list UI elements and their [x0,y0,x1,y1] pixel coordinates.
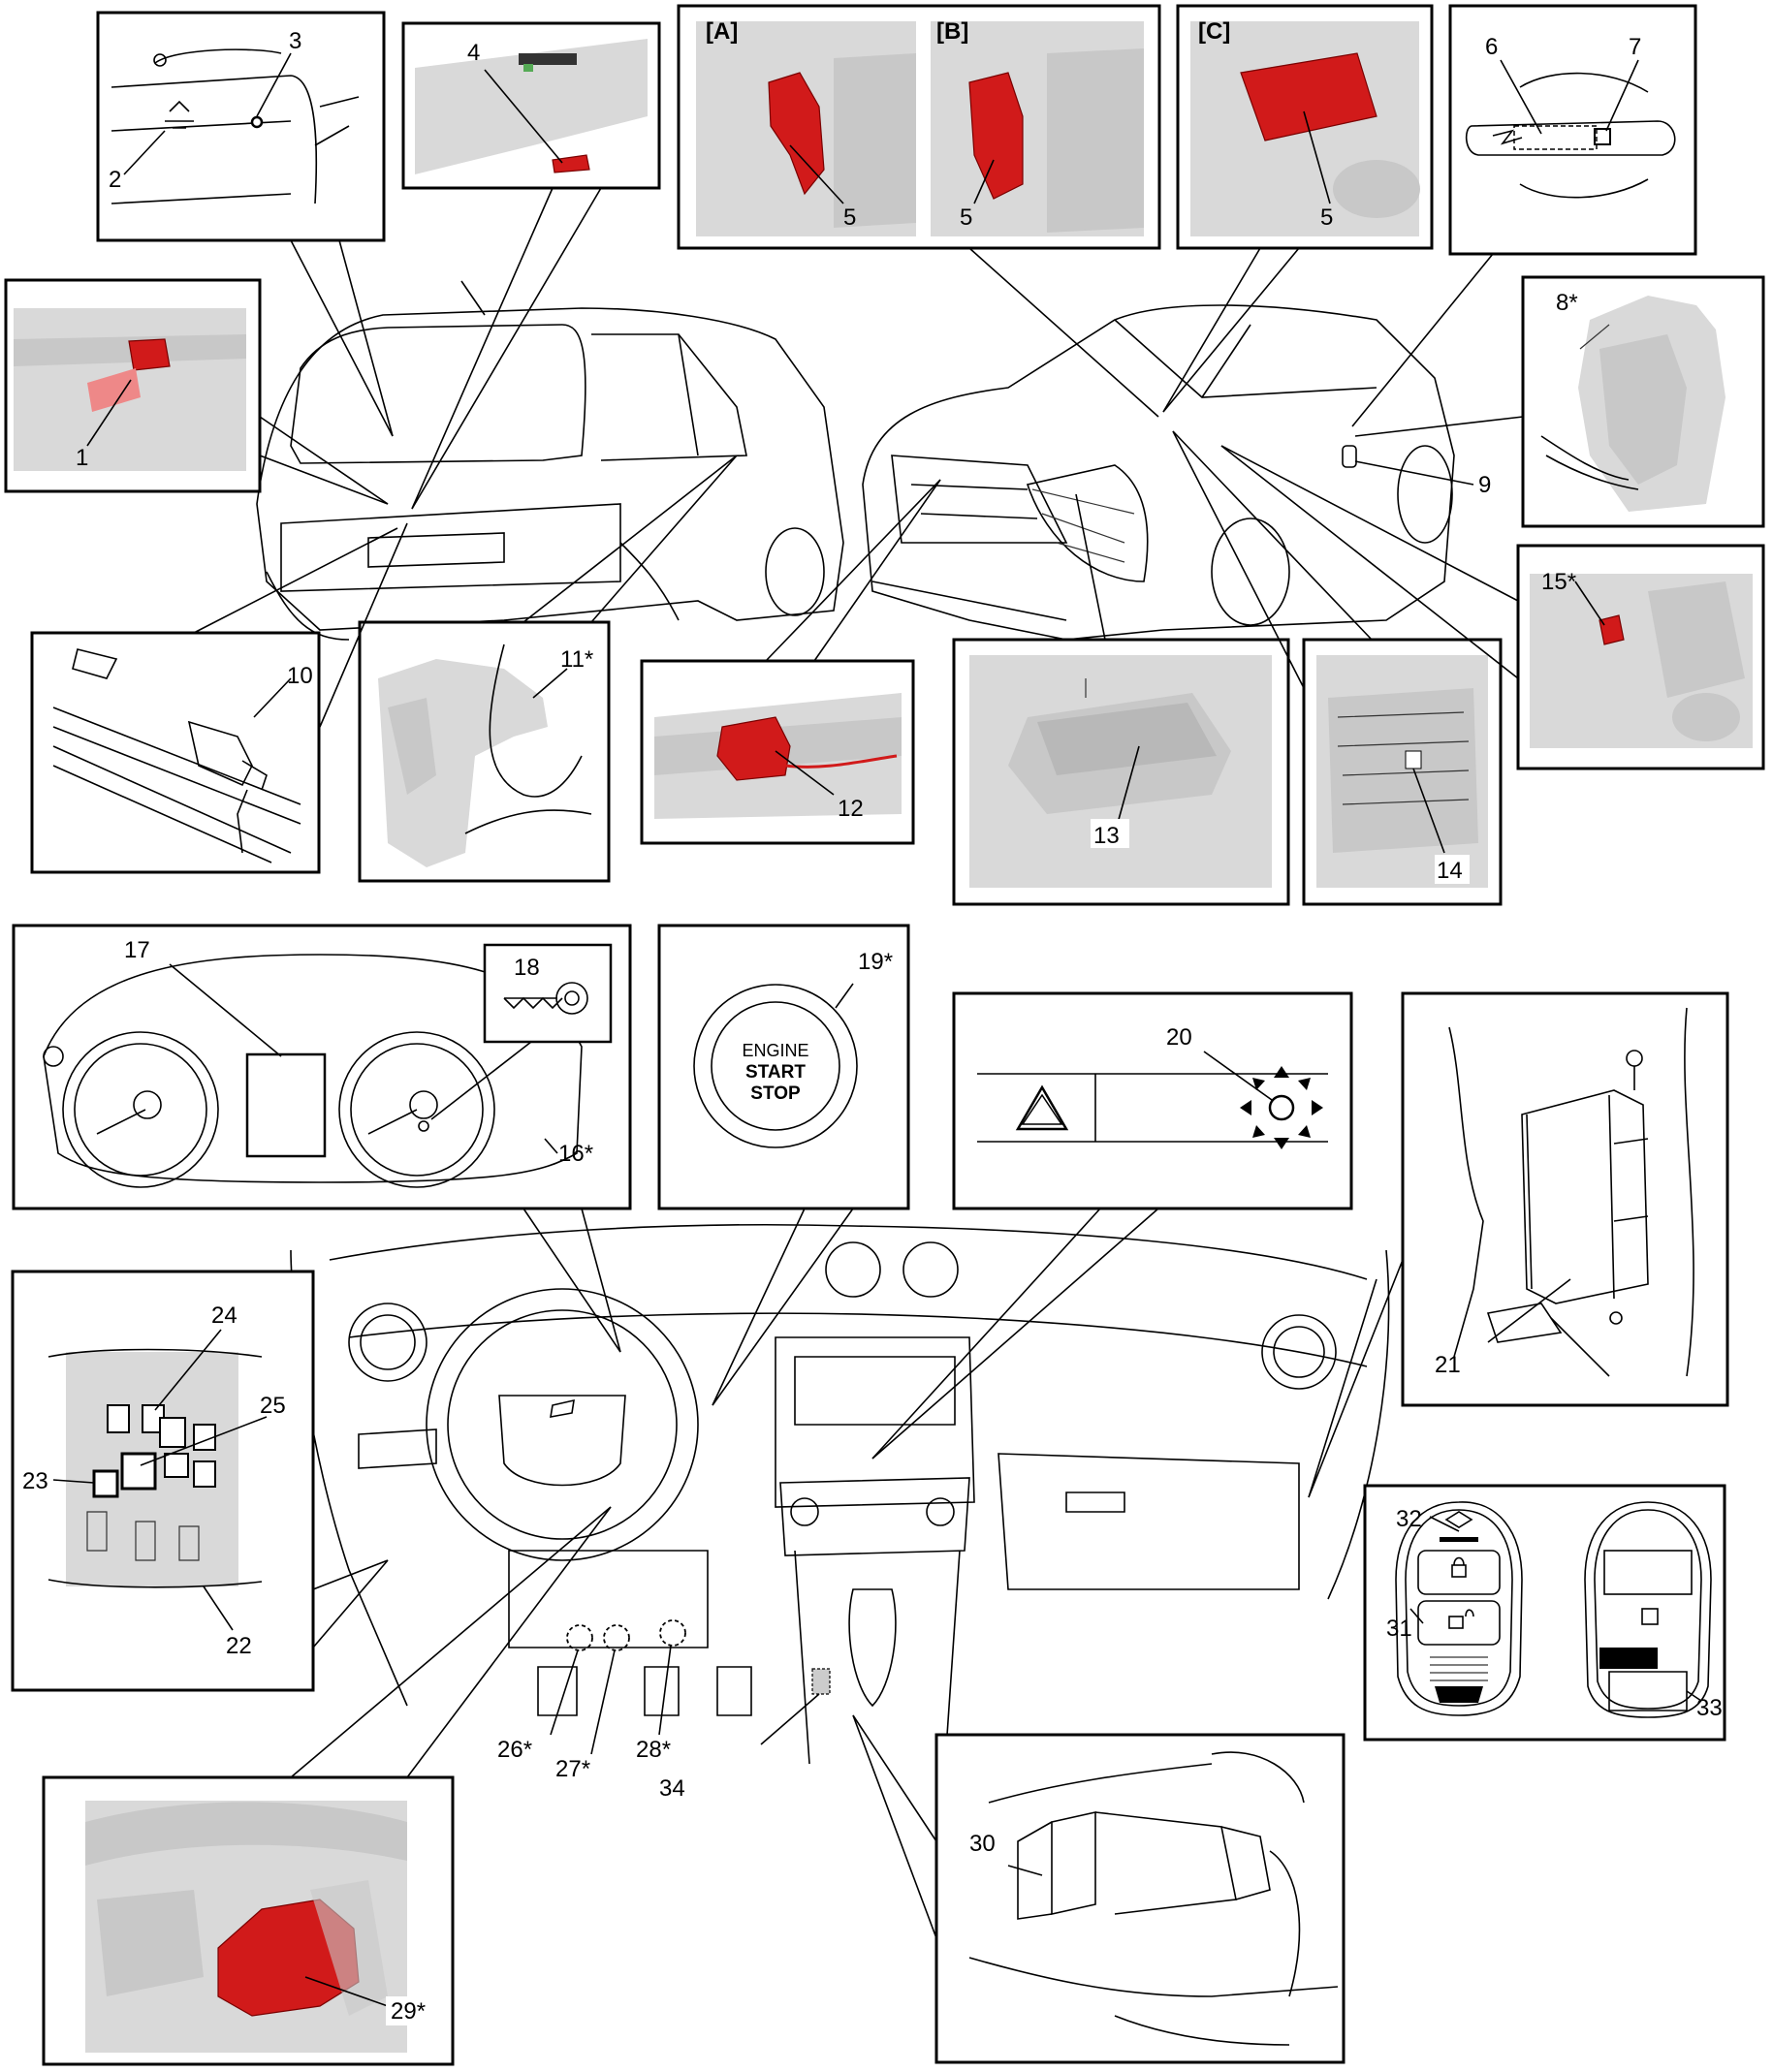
callout-9-door-request-switch: 9 [1355,461,1491,498]
engine-label: ENGINE [742,1041,808,1060]
callout-3: 3 [289,28,301,54]
callout-4: 4 [467,40,480,66]
callout-16: 16* [558,1141,593,1167]
inset-10-rear-request-switch: 10 [32,633,319,872]
inset-5-ab-control-module: [A] [B] 5 5 [679,6,1159,248]
callout-34: 34 [659,1775,685,1802]
callout-11: 11* [560,646,593,673]
inset-12-hood-latch: 12 [642,661,913,843]
inset-11-rear-door-actuator: 11* [360,622,609,881]
stop-label: STOP [750,1083,801,1104]
callout-23: 23 [22,1468,48,1494]
callout-22: 22 [226,1633,252,1659]
callout-18: 18 [514,955,540,981]
callout-9: 9 [1478,472,1491,498]
inset-15-front-antenna: 15* [1518,546,1763,769]
inset-8-door-lock-actuator: 8* [1523,277,1763,526]
callout-24: 24 [211,1303,237,1329]
view-b-label: [B] [936,18,968,45]
callout-12: 12 [838,796,864,822]
inset-6-7-door-handle: 6 7 [1450,6,1695,254]
inset-30-interior-antenna: 30 [936,1735,1344,2062]
inset-20-key-indicator: 20 [954,993,1351,1209]
inset-2-3-tailgate-switch: 3 2 [98,13,384,240]
callout-1: 1 [76,445,88,471]
vehicle-rear-view [257,281,843,640]
inset-13-engine-ecm: 13 [954,640,1288,904]
callout-32: 32 [1396,1506,1422,1532]
callout-8: 8* [1556,290,1578,316]
callout-5-c: 5 [1320,204,1333,231]
callout-17: 17 [124,937,150,963]
callout-19: 19* [858,949,893,975]
callout-10: 10 [287,663,313,689]
callout-29: 29* [391,1998,426,2025]
callout-2: 2 [109,167,121,193]
inset-4-rear-antenna: 4 [403,23,659,188]
callout-26: 26* [497,1737,532,1763]
callout-5-a: 5 [843,204,856,231]
callout-6: 6 [1485,34,1498,60]
callout-14: 14 [1437,858,1463,884]
callout-7: 7 [1629,34,1641,60]
inset-29-steering-lock: 29* [44,1777,453,2064]
start-label: START [745,1062,806,1083]
callout-5-b: 5 [960,204,972,231]
inset-16-combination-meter: 17 18 16* [14,926,630,1209]
callout-33: 33 [1696,1695,1723,1721]
callout-15: 15* [1541,569,1576,595]
view-a-label: [A] [706,18,738,45]
inset-22-junction-block: 24 25 23 22 [13,1271,313,1690]
callout-28: 28* [636,1737,671,1763]
callout-30: 30 [969,1831,996,1857]
inset-21-body-control-module: 21 [1403,993,1727,1405]
callout-25: 25 [260,1393,286,1419]
callout-21: 21 [1435,1352,1461,1378]
dashboard-interior: 26* 27* 28* 34 [291,1225,1389,1802]
callout-13: 13 [1093,823,1120,849]
inset-31-smart-key: 32 31 33 [1365,1486,1725,1740]
inset-1-tailgate-actuator: 1 [6,280,260,491]
callout-20: 20 [1166,1024,1192,1051]
inset-19-engine-switch: ENGINE START STOP 19* [659,926,908,1209]
callout-31: 31 [1386,1616,1412,1642]
vehicle-front-view [863,305,1454,640]
callout-27: 27* [555,1756,590,1782]
inset-5-c-control-module: [C] 5 [1178,6,1432,248]
view-c-label: [C] [1198,18,1230,45]
inset-14-fuse-relay-box: 14 [1304,640,1501,904]
